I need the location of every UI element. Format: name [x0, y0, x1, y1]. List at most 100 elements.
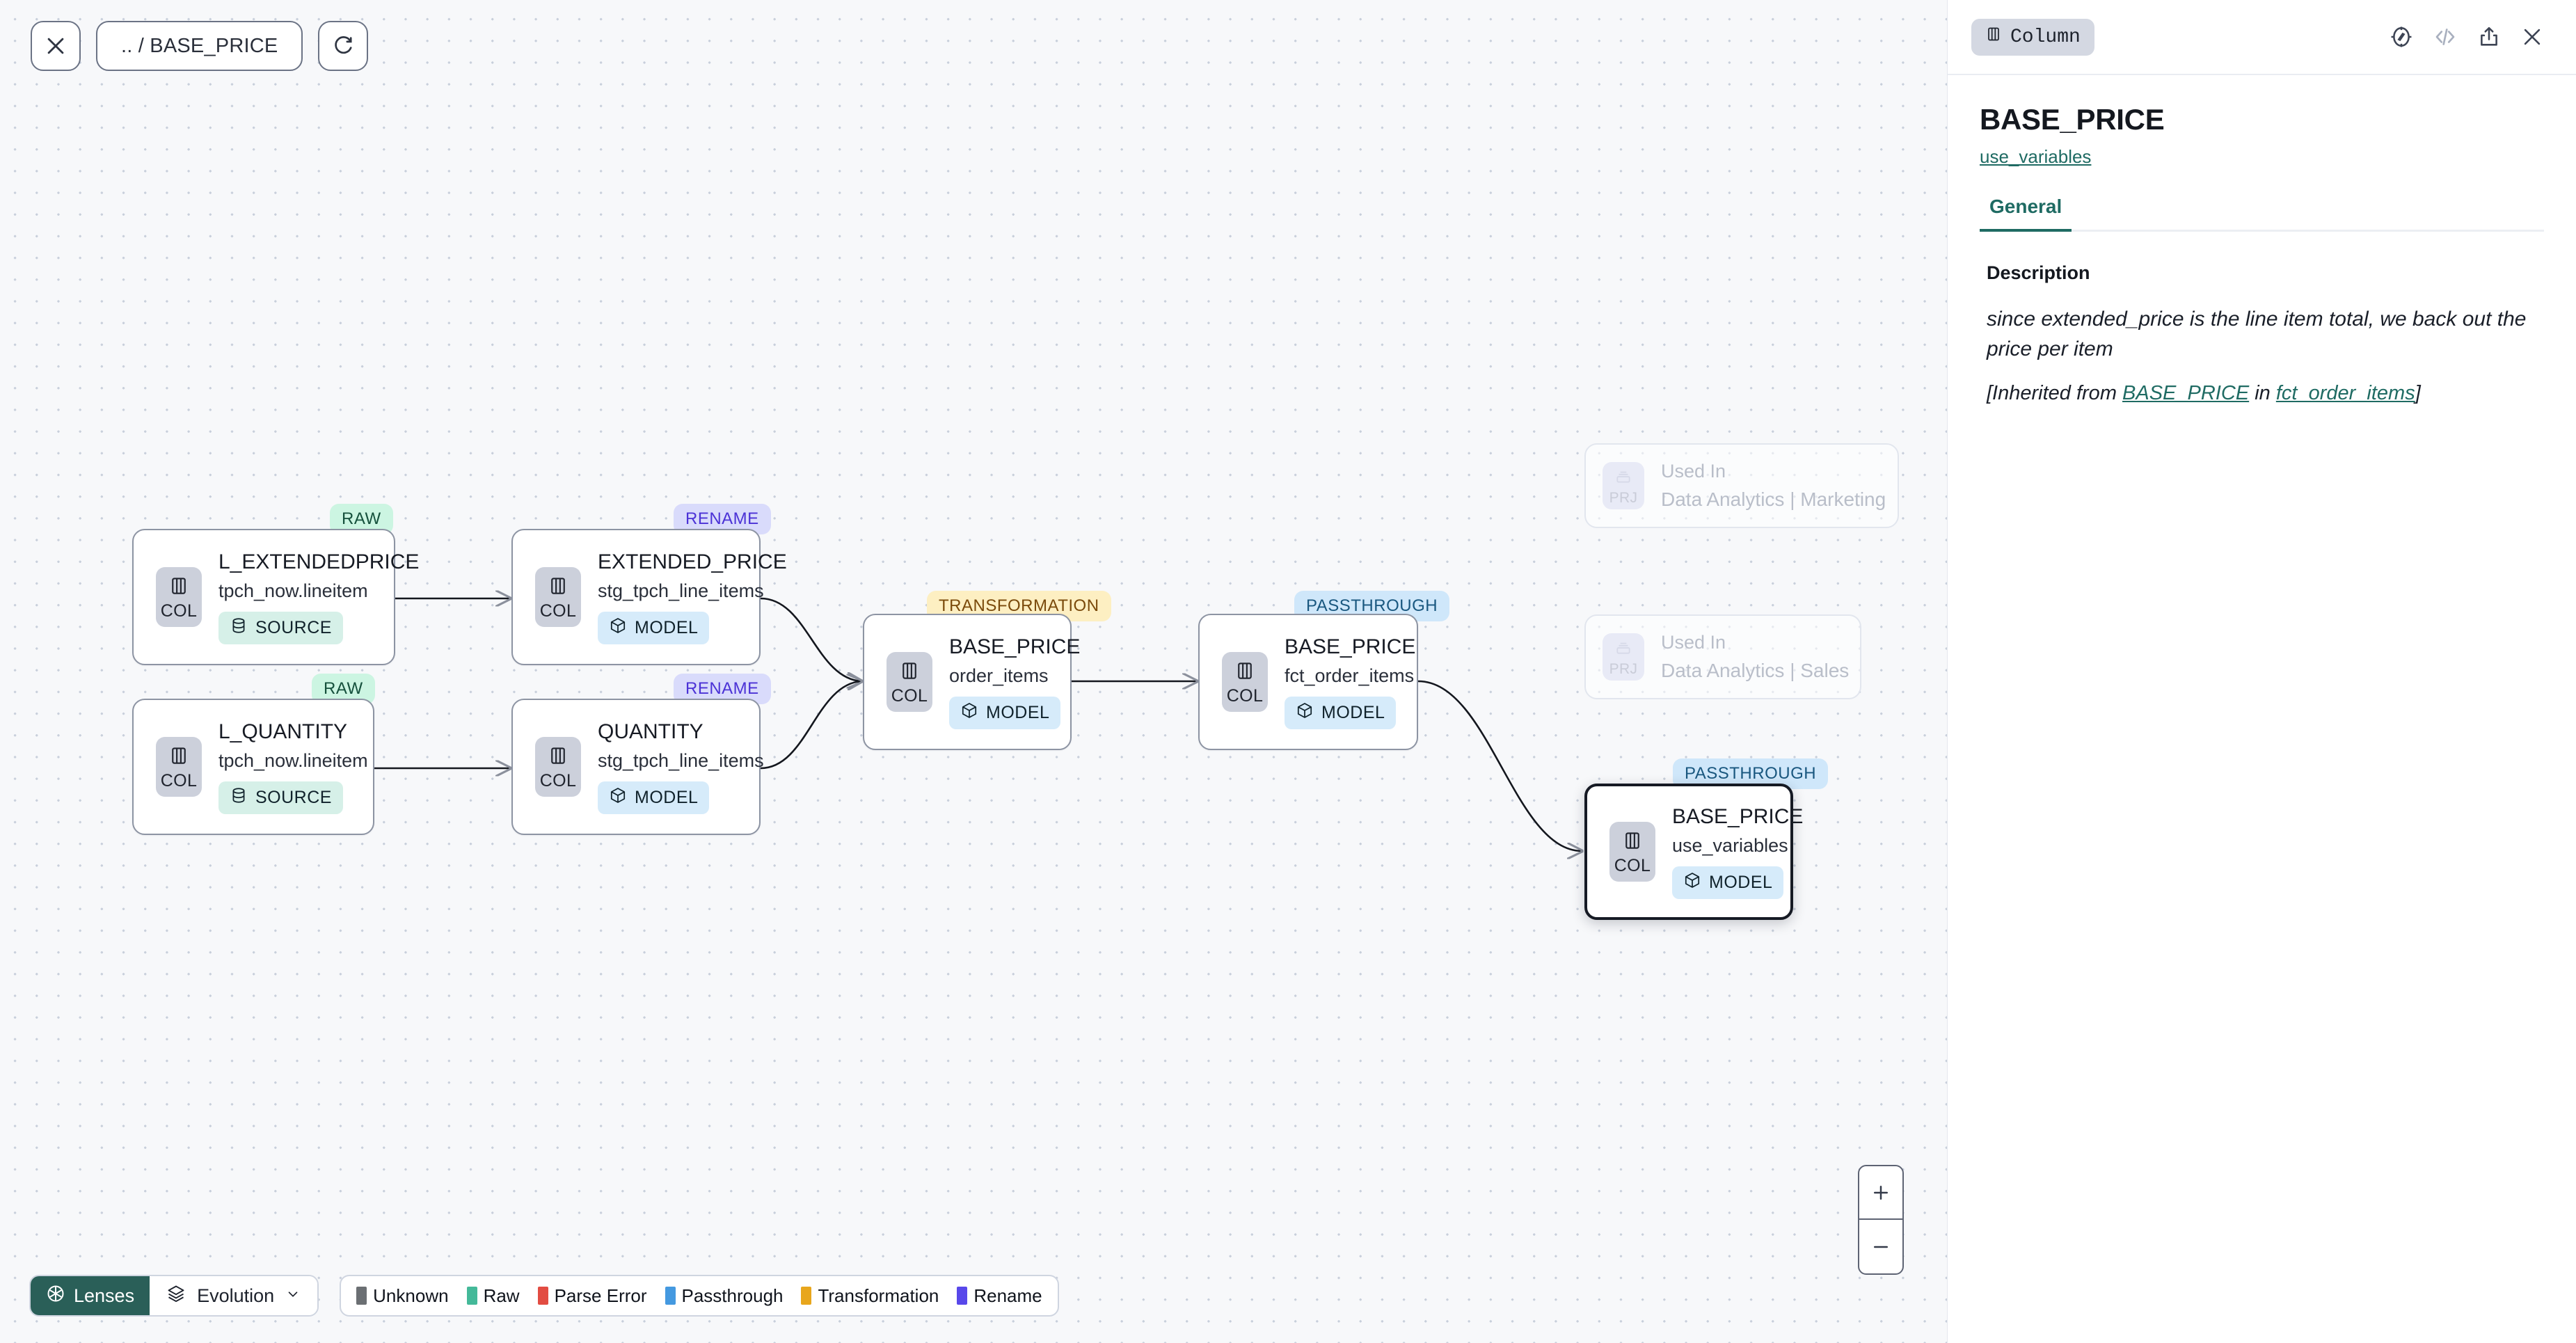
- lineage-node-fct_order_items[interactable]: COL BASE_PRICE fct_order_items MODEL: [1198, 614, 1418, 750]
- ghost-node-title: Used In: [1661, 631, 1726, 653]
- lineage-canvas[interactable]: .. / BASE_PRICE PRJ Used In Data Ana: [0, 0, 1947, 1343]
- ghost-node-body: Used In Data Analytics | Marketing: [1661, 461, 1886, 511]
- node-title: BASE_PRICE: [949, 635, 1081, 659]
- legend-label: Parse Error: [554, 1285, 647, 1306]
- panel-tabs: General: [1980, 196, 2544, 232]
- node-body: EXTENDED_PRICE stg_tpch_line_items MODEL: [598, 550, 787, 644]
- legend-swatch: [537, 1287, 548, 1305]
- node-kind-badge: MODEL: [949, 696, 1061, 729]
- panel-model-link-wrap: use_variables: [1948, 136, 2576, 168]
- node-kind-label: MODEL: [1321, 702, 1385, 722]
- close-icon: [44, 34, 67, 58]
- col-badge-label: COL: [539, 601, 577, 621]
- refresh-button[interactable]: [318, 21, 369, 71]
- col-badge: COL: [156, 567, 202, 627]
- lineage-node-use_variables[interactable]: COL BASE_PRICE use_variables MODEL: [1584, 784, 1803, 920]
- lineage-node-l_extendedprice[interactable]: COL L_EXTENDEDPRICE tpch_now.lineitem SO…: [132, 529, 419, 665]
- col-badge: COL: [887, 652, 932, 712]
- legend-item[interactable]: Passthrough: [665, 1285, 784, 1307]
- legend-label: Passthrough: [681, 1285, 784, 1306]
- lineage-node-order_items[interactable]: COL BASE_PRICE order_items MODEL: [863, 614, 1080, 750]
- node-subtitle: stg_tpch_line_items: [598, 580, 764, 601]
- ghost-node-title: Used In: [1661, 460, 1726, 482]
- model-icon: [609, 786, 627, 809]
- node-kind-label: MODEL: [635, 787, 699, 807]
- zoom-in-button[interactable]: [1859, 1166, 1902, 1220]
- column-icon: [168, 575, 189, 601]
- lineage-node-quantity[interactable]: COL QUANTITY stg_tpch_line_items MODEL: [511, 699, 764, 835]
- close-panel-icon[interactable]: [2520, 25, 2544, 49]
- legend-item[interactable]: Unknown: [356, 1285, 449, 1307]
- node-kind-badge: MODEL: [1285, 696, 1397, 729]
- node-kind-badge: MODEL: [1672, 866, 1784, 899]
- inherited-prefix: [Inherited from: [1987, 382, 2123, 405]
- column-icon: [548, 745, 569, 770]
- legend-item[interactable]: Parse Error: [537, 1285, 647, 1307]
- status-legend: Unknown Raw Parse Error Passthrough Tran…: [340, 1275, 1059, 1317]
- refresh-icon: [332, 35, 354, 57]
- close-button[interactable]: [31, 21, 81, 71]
- zoom-out-button[interactable]: [1859, 1220, 1902, 1273]
- node-subtitle: tpch_now.lineitem: [218, 749, 368, 771]
- breadcrumb-label: .. / BASE_PRICE: [121, 34, 278, 57]
- inherited-suffix: ]: [2415, 382, 2421, 405]
- ghost-node-prj-sales[interactable]: PRJ Used In Data Analytics | Sales: [1584, 614, 1861, 699]
- legend-item[interactable]: Rename: [957, 1285, 1042, 1307]
- node-body: QUANTITY stg_tpch_line_items MODEL: [598, 720, 764, 814]
- tab-general[interactable]: General: [1980, 196, 2072, 232]
- col-badge-label: COL: [891, 685, 928, 706]
- legend-item[interactable]: Raw: [466, 1285, 520, 1307]
- legend-swatch: [466, 1287, 477, 1305]
- col-badge: COL: [1609, 822, 1655, 882]
- legend-label: Rename: [973, 1285, 1042, 1306]
- breadcrumb-button[interactable]: .. / BASE_PRICE: [96, 21, 303, 71]
- evolution-dropdown[interactable]: Evolution: [150, 1276, 318, 1315]
- col-badge: COL: [535, 737, 581, 797]
- ghost-node-prj-marketing[interactable]: PRJ Used In Data Analytics | Marketing: [1584, 443, 1899, 528]
- column-icon: [899, 660, 920, 685]
- node-body: BASE_PRICE fct_order_items MODEL: [1285, 635, 1415, 729]
- details-panel: Column BASE_PRICE use_variables: [1947, 0, 2576, 1343]
- chevron-down-icon: [285, 1285, 301, 1307]
- ghost-node-subtitle: Data Analytics | Sales: [1661, 660, 1850, 682]
- lineage-node-l_quantity[interactable]: COL L_QUANTITY tpch_now.lineitem SOURCE: [132, 699, 374, 835]
- lenses-button[interactable]: Lenses: [31, 1276, 150, 1315]
- share-icon[interactable]: [2477, 25, 2501, 49]
- project-icon: [1614, 467, 1632, 488]
- legend-swatch: [665, 1287, 676, 1305]
- col-badge-label: COL: [1614, 855, 1651, 875]
- panel-model-link[interactable]: use_variables: [1980, 146, 2092, 167]
- node-body: BASE_PRICE order_items MODEL: [949, 635, 1080, 729]
- panel-header: Column: [1948, 0, 2576, 75]
- legend-item[interactable]: Transformation: [801, 1285, 939, 1307]
- entity-type-chip: Column: [1971, 18, 2094, 56]
- bottom-toolbar: Lenses Evolution Unknown Raw: [29, 1275, 1059, 1317]
- source-icon: [230, 786, 248, 809]
- canvas-toolbar: .. / BASE_PRICE: [31, 21, 369, 71]
- node-kind-label: MODEL: [635, 617, 699, 637]
- lineage-node-extended_price[interactable]: COL EXTENDED_PRICE stg_tpch_line_items M…: [511, 529, 787, 665]
- prj-badge-label: PRJ: [1609, 489, 1638, 506]
- node-kind-badge: SOURCE: [218, 781, 343, 814]
- node-kind-badge: MODEL: [598, 781, 710, 814]
- prj-badge: PRJ: [1603, 462, 1644, 509]
- node-kind-badge: SOURCE: [218, 611, 343, 644]
- node-body: L_EXTENDEDPRICE tpch_now.lineitem SOURCE: [218, 550, 419, 644]
- node-title: BASE_PRICE: [1672, 805, 1804, 829]
- prj-badge-label: PRJ: [1609, 660, 1638, 677]
- col-badge-label: COL: [1226, 685, 1264, 706]
- inherited-column-link[interactable]: BASE_PRICE: [2122, 382, 2250, 405]
- lenses-group: Lenses Evolution: [29, 1275, 319, 1317]
- code-icon[interactable]: [2433, 24, 2458, 49]
- entity-type-label: Column: [2010, 26, 2081, 48]
- explore-compass-icon[interactable]: [2390, 25, 2413, 49]
- project-icon: [1614, 638, 1632, 660]
- prj-badge: PRJ: [1603, 633, 1644, 681]
- col-badge: COL: [535, 567, 581, 627]
- inherited-model-link[interactable]: fct_order_items: [2275, 382, 2415, 405]
- legend-label: Raw: [483, 1285, 520, 1306]
- column-icon: [1622, 829, 1643, 855]
- column-icon: [548, 575, 569, 601]
- inherited-note: [Inherited from BASE_PRICE in fct_order_…: [1987, 382, 2540, 405]
